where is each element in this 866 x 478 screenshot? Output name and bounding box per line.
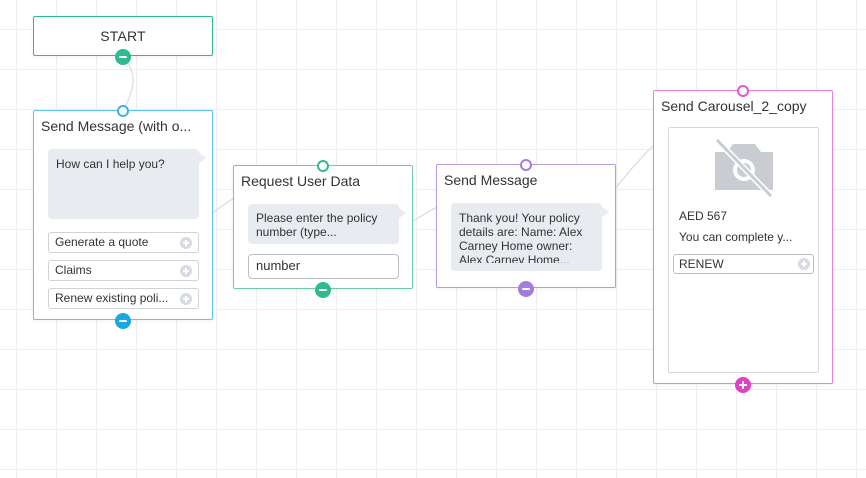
no-image-icon (714, 138, 774, 198)
plus-circle-icon[interactable] (798, 258, 810, 270)
start-output-port[interactable] (115, 49, 131, 65)
quick-reply-label: Claims (55, 263, 92, 277)
send-message-input-port[interactable] (117, 105, 129, 117)
carousel-input-port[interactable] (737, 85, 749, 97)
send-message-with-options-node[interactable]: Send Message (with o... How can I help y… (33, 105, 213, 329)
minus-icon (119, 56, 127, 58)
renew-button-label: RENEW (679, 257, 724, 271)
minus-icon (319, 289, 327, 291)
send-message-2-output-port[interactable] (518, 281, 534, 297)
quick-reply-generate-quote[interactable]: Generate a quote (48, 232, 199, 253)
plus-circle-icon[interactable] (180, 237, 192, 249)
card-price: AED 567 (679, 209, 728, 223)
variable-type-field[interactable]: number (248, 254, 399, 279)
message-bubble[interactable]: How can I help you? (48, 149, 206, 219)
request-user-data-node[interactable]: Request User Data Please enter the polic… (233, 160, 413, 298)
carousel-output-port[interactable] (735, 377, 751, 393)
start-node[interactable]: START (33, 16, 213, 65)
minus-icon (522, 288, 530, 290)
send-message-2-input-port[interactable] (520, 159, 532, 171)
minus-icon (119, 320, 127, 322)
quick-reply-label: Renew existing poli... (55, 291, 169, 305)
quick-reply-renew-policy[interactable]: Renew existing poli... (48, 288, 199, 309)
renew-button[interactable]: RENEW (673, 254, 814, 274)
message-text: Please enter the policy number (type... (256, 211, 378, 239)
message-text: Thank you! Your policy details are: Name… (459, 211, 583, 263)
send-message-node[interactable]: Send Message Thank you! Your policy deta… (436, 159, 616, 297)
send-message-output-port[interactable] (115, 313, 131, 329)
carousel-card[interactable]: AED 567 You can complete y... RENEW (668, 127, 819, 373)
message-text: How can I help you? (56, 157, 165, 171)
send-carousel-node[interactable]: Send Carousel_2_copy AED 567 You can com… (653, 85, 833, 393)
request-user-data-input-port[interactable] (317, 160, 329, 172)
quick-reply-label: Generate a quote (55, 235, 149, 249)
request-user-data-output-port[interactable] (315, 282, 331, 298)
quick-reply-claims[interactable]: Claims (48, 260, 199, 281)
plus-circle-icon[interactable] (180, 265, 192, 277)
message-bubble[interactable]: Thank you! Your policy details are: Name… (451, 203, 609, 271)
start-label: START (100, 28, 146, 44)
plus-circle-icon[interactable] (180, 293, 192, 305)
message-bubble[interactable]: Please enter the policy number (type... (248, 204, 406, 244)
variable-type-value: number (256, 258, 301, 273)
card-description: You can complete y... (679, 230, 793, 244)
